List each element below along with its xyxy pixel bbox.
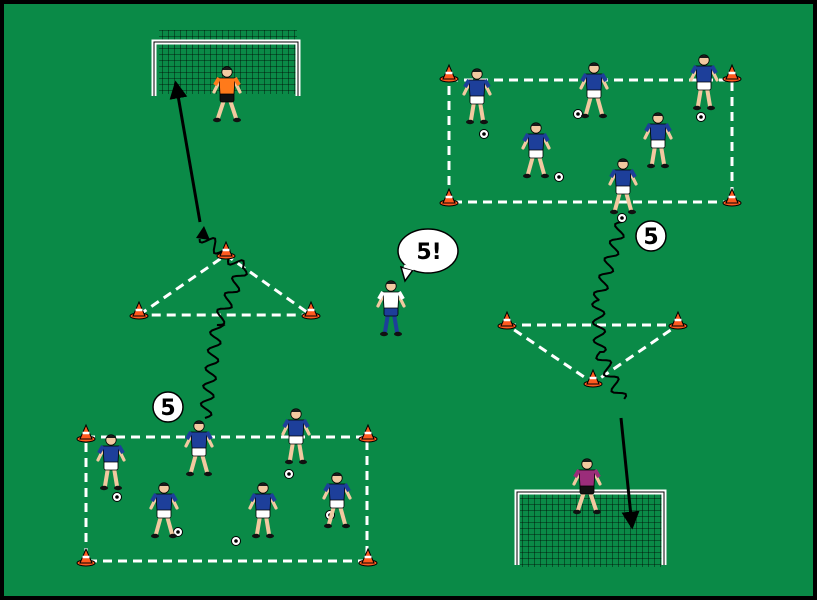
dribble-path-left	[198, 237, 248, 419]
player-icon	[96, 434, 126, 491]
goal-bottom-right	[514, 489, 667, 567]
cones-group	[76, 63, 742, 567]
cone-icon	[216, 240, 236, 260]
player-icon	[149, 482, 179, 539]
shot-arrow-bottom	[619, 417, 640, 530]
count-bubble-left: 5	[152, 391, 184, 423]
goalkeeper-bottom-icon	[572, 458, 602, 515]
player-icon	[248, 482, 278, 539]
soccer-ball-icon	[617, 213, 627, 223]
cone-icon	[668, 310, 688, 330]
goalkeeper-top-icon	[212, 66, 242, 123]
coach-icon	[376, 280, 406, 337]
count-label-left: 5	[160, 396, 175, 421]
soccer-ball-icon	[284, 469, 294, 479]
player-icon	[281, 408, 311, 465]
cone-icon	[439, 187, 459, 207]
player-icon	[643, 112, 673, 169]
dribble-arrow-tip-left	[196, 226, 210, 240]
player-icon	[521, 122, 551, 179]
player-icon	[462, 68, 492, 125]
zone-bottom-left	[84, 435, 369, 563]
player-icon	[689, 54, 719, 111]
balls-group	[112, 109, 706, 546]
soccer-ball-icon	[231, 536, 241, 546]
cone-icon	[497, 310, 517, 330]
cone-icon	[583, 368, 603, 388]
cone-icon	[76, 423, 96, 443]
count-label-right: 5	[643, 225, 658, 250]
players-group	[96, 54, 719, 539]
cone-icon	[358, 423, 378, 443]
dribble-path-right	[591, 221, 628, 400]
pitch-background	[4, 4, 813, 596]
soccer-ball-icon	[554, 172, 564, 182]
soccer-ball-icon	[573, 109, 583, 119]
player-icon	[608, 158, 638, 215]
soccer-ball-icon	[479, 129, 489, 139]
soccer-ball-icon	[112, 492, 122, 502]
cone-icon	[129, 300, 149, 320]
shot-arrow-top	[169, 80, 202, 223]
coach-call-text: 5!	[416, 240, 441, 265]
cone-icon	[358, 547, 378, 567]
player-icon	[322, 472, 352, 529]
cone-icon	[439, 63, 459, 83]
triangle-left	[134, 253, 316, 317]
soccer-ball-icon	[696, 112, 706, 122]
cone-icon	[76, 547, 96, 567]
cone-icon	[722, 63, 742, 83]
player-icon	[184, 420, 214, 477]
coach-speech-bubble: 5!	[397, 228, 459, 283]
cone-icon	[722, 187, 742, 207]
count-bubble-right: 5	[635, 220, 667, 252]
player-icon	[579, 62, 609, 119]
cone-icon	[301, 300, 321, 320]
